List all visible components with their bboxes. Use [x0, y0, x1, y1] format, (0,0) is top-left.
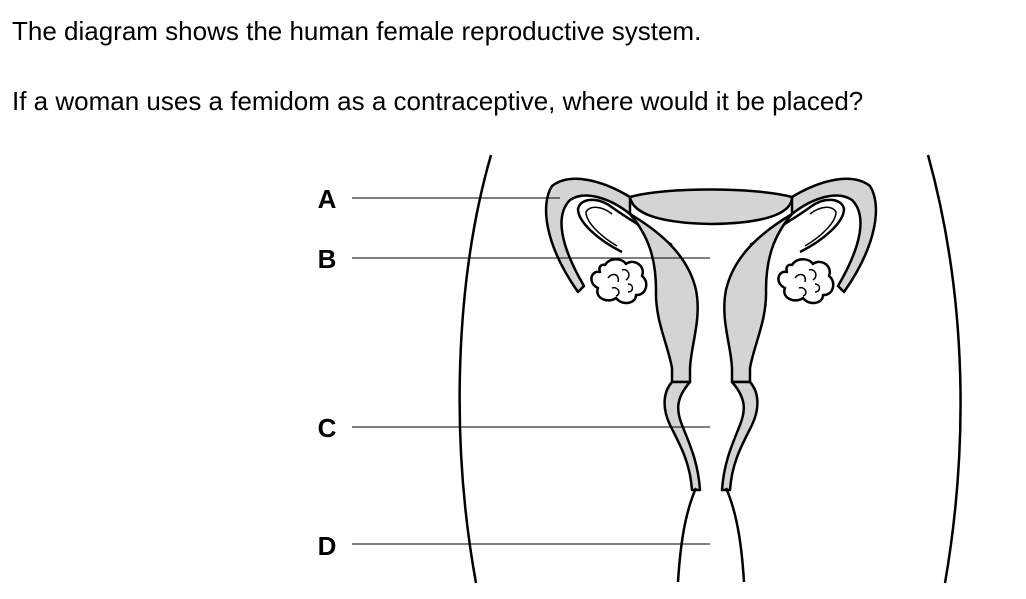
uterus-wall-left [628, 212, 699, 384]
label-d: D [317, 531, 337, 561]
label-b: B [317, 244, 337, 274]
body-outline-left [458, 154, 493, 584]
vagina-wall-left [676, 487, 698, 583]
uterus-fundus [628, 188, 794, 226]
fallopian-tube-right [790, 177, 878, 294]
fimbria-right-inner [804, 206, 837, 247]
ovary-left [590, 258, 648, 305]
question-prompt: If a woman uses a femidom as a contracep… [12, 86, 864, 116]
cervix-right [720, 380, 759, 492]
ovary-right [777, 258, 835, 305]
uterus-wall-right [723, 212, 794, 384]
label-c: C [317, 413, 337, 443]
vagina-wall-right [724, 487, 746, 583]
label-a: A [317, 184, 337, 214]
question-intro: The diagram shows the human female repro… [12, 16, 702, 46]
body-outline-right [926, 154, 962, 584]
fimbria-left-inner [585, 206, 618, 247]
fallopian-tube-left [544, 177, 632, 294]
cervix-left [663, 380, 702, 492]
